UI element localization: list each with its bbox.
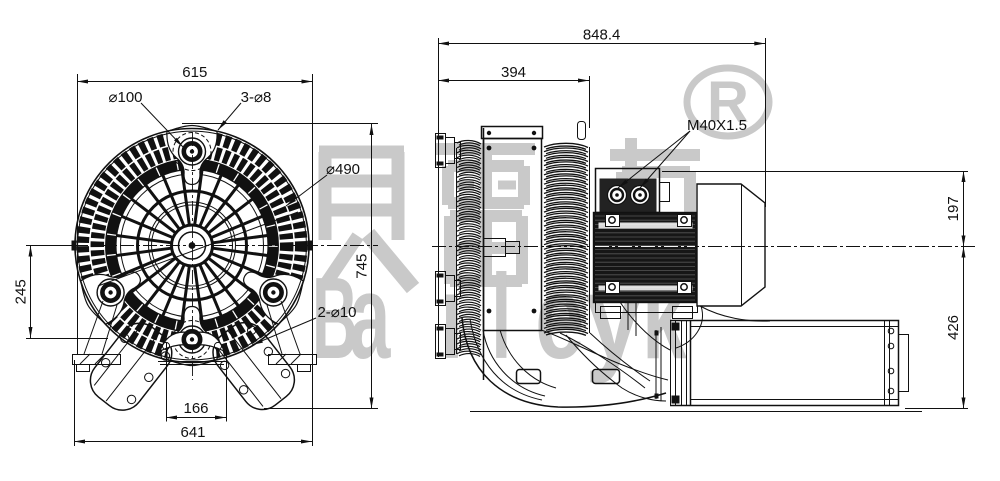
svg-text:2-⌀10: 2-⌀10 [317,304,356,321]
svg-text:197: 197 [945,196,962,221]
svg-text:615: 615 [182,64,207,81]
svg-text:i: i [440,250,464,384]
svg-text:R: R [707,70,749,135]
svg-text:a: a [349,251,391,384]
svg-text:M40X1.5: M40X1.5 [687,117,747,134]
svg-text:166: 166 [183,400,208,417]
svg-text:245: 245 [12,279,29,304]
svg-text:848.4: 848.4 [583,27,621,44]
svg-text:641: 641 [180,424,205,441]
svg-text:l: l [491,251,512,384]
svg-text:⌀490: ⌀490 [326,161,360,178]
svg-text:⌀100: ⌀100 [108,89,142,106]
svg-text:B: B [312,253,358,383]
svg-text:426: 426 [945,315,962,340]
svg-text:745: 745 [354,254,371,279]
svg-text:3-⌀8: 3-⌀8 [241,89,272,106]
svg-text:394: 394 [501,64,526,81]
